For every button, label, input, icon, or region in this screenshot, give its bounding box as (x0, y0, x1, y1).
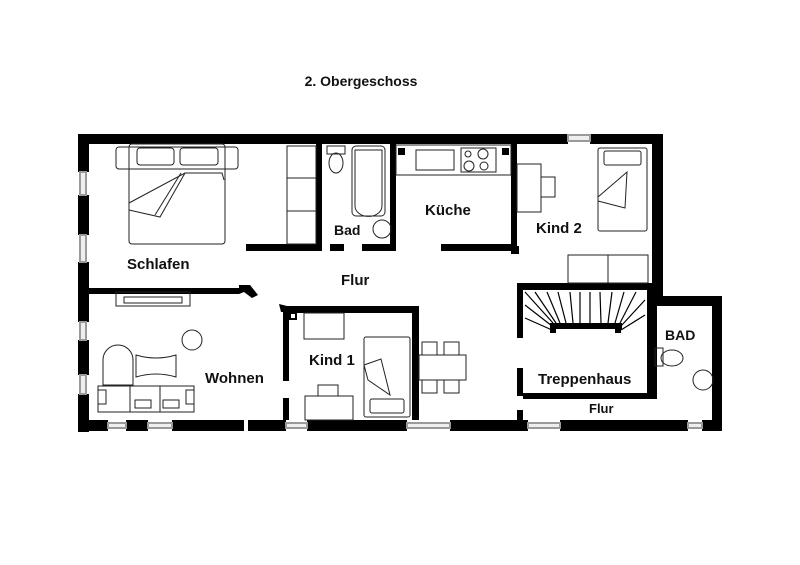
room-label-flur2: Flur (589, 401, 614, 416)
walls (78, 134, 722, 432)
room-label-flur: Flur (341, 272, 370, 289)
room-label-kind1: Kind 1 (309, 352, 355, 369)
room-label-bad: Bad (334, 222, 361, 238)
room-label-schlafen: Schlafen (127, 256, 190, 273)
floor-title: 2. Obergeschoss (304, 73, 418, 89)
room-label-kind2: Kind 2 (536, 220, 582, 237)
furniture (97, 143, 714, 421)
room-label-kueche: Küche (425, 202, 471, 219)
room-label-wohnen: Wohnen (205, 370, 264, 387)
room-label-bad2: BAD (665, 327, 696, 343)
windows (79, 134, 703, 429)
room-label-treppenhaus: Treppenhaus (538, 371, 632, 388)
